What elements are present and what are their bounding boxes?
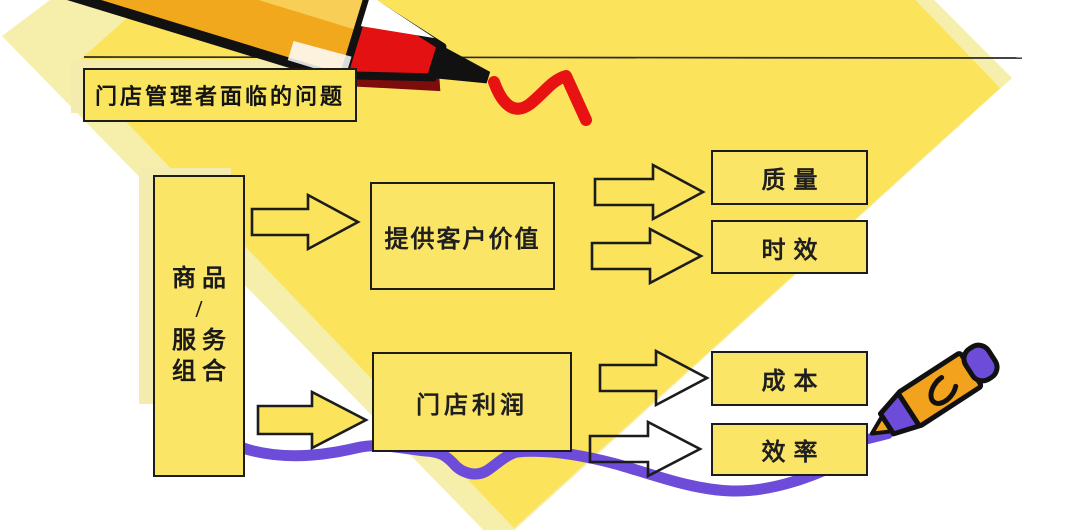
- node-label: 成本: [761, 369, 826, 395]
- node-label: 效率: [761, 440, 826, 466]
- node-line: 组合: [172, 359, 232, 385]
- node-product-service-mix: 商品 / 服务 组合: [153, 175, 245, 477]
- node-label: 质量: [761, 168, 826, 194]
- arrow-source-to-value: [250, 192, 361, 252]
- pencil-icon: [32, 0, 491, 92]
- node-label: 时效: [761, 237, 826, 264]
- arrow-profit-to-cost: [598, 348, 710, 408]
- node-timeliness: 时效: [711, 220, 868, 274]
- node-quality: 质量: [711, 150, 868, 205]
- slide-title-box: 门店管理者面临的问题: [83, 68, 357, 122]
- node-line: 服务: [172, 328, 232, 354]
- node-customer-value: 提供客户价值: [370, 182, 555, 290]
- node-cost: 成本: [711, 351, 868, 406]
- arrow-value-to-quality: [593, 162, 706, 222]
- node-line: 商品: [172, 266, 232, 292]
- arrow-source-to-profit: [256, 389, 369, 451]
- node-label: 提供客户价值: [384, 226, 541, 253]
- node-store-profit: 门店利润: [372, 352, 572, 452]
- slide-title: 门店管理者面临的问题: [94, 84, 345, 109]
- flow-arrows: [250, 162, 710, 479]
- purple-scribble-dash: [859, 429, 893, 445]
- arrow-value-to-timeliness: [590, 226, 704, 286]
- node-efficiency: 效率: [711, 423, 868, 476]
- arrow-profit-to-efficiency: [588, 419, 703, 479]
- top-divider-line: [83, 56, 1023, 59]
- node-line: /: [195, 297, 209, 323]
- purple-scribble: [234, 440, 853, 497]
- node-label: 门店利润: [416, 392, 528, 419]
- red-scribble: [488, 70, 592, 126]
- crayon-icon: [869, 342, 1000, 437]
